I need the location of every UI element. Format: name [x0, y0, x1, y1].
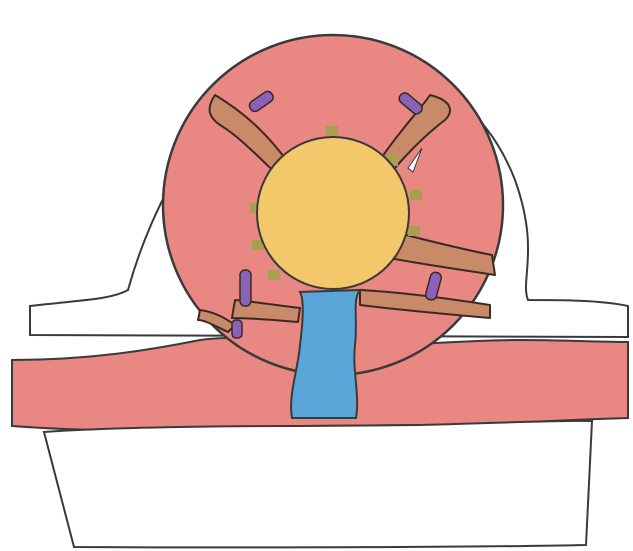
yellow-core: [257, 137, 409, 289]
base-block: [44, 421, 592, 548]
